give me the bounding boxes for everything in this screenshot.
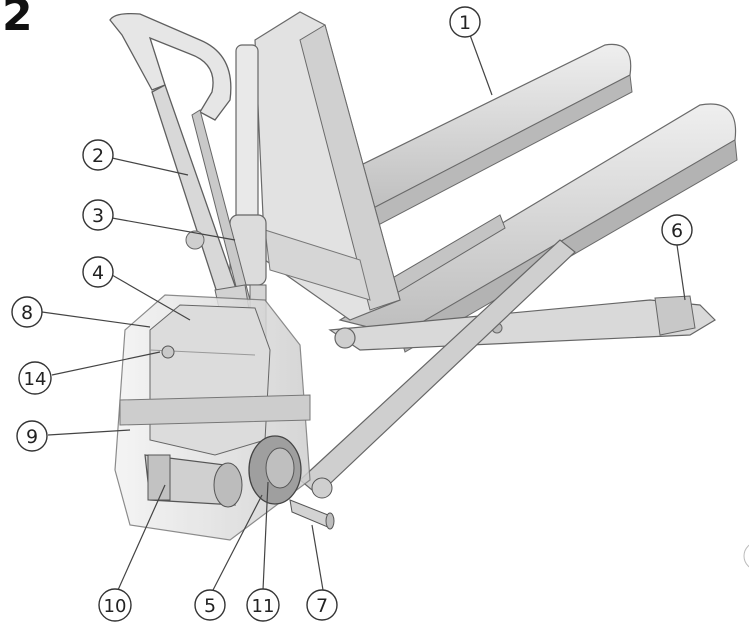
- leader-10: [117, 484, 166, 591]
- leader-1: [469, 34, 493, 96]
- fork-upper: [298, 43, 633, 233]
- leader-14: [51, 351, 161, 376]
- callout-11-label: 11: [252, 596, 275, 617]
- mast-frame: [254, 11, 401, 321]
- leader-2: [111, 157, 189, 176]
- leader-9: [47, 429, 131, 436]
- callout-8-label: 8: [21, 302, 33, 324]
- callout-14-label: 14: [24, 369, 47, 390]
- callout-14: 14: [18, 361, 52, 395]
- leader-7: [311, 524, 324, 591]
- callout-9-label: 9: [26, 426, 38, 448]
- callout-4: 4: [82, 256, 114, 288]
- tiller-handle: [109, 12, 251, 323]
- callout-6: 6: [661, 214, 693, 246]
- callouts: 1 2 3 4 5 6 7: [11, 6, 693, 622]
- callout-6-label: 6: [671, 220, 683, 242]
- leader-11: [262, 481, 269, 591]
- partial-callout-edge: [743, 544, 749, 568]
- callout-9: 9: [16, 420, 48, 452]
- callout-2: 2: [82, 139, 114, 171]
- leader-6: [676, 244, 686, 301]
- callout-4-label: 4: [92, 262, 104, 284]
- scissor-arm: [328, 295, 716, 351]
- fork-lower: [338, 103, 738, 353]
- motor: [144, 454, 243, 508]
- callout-1-label: 1: [459, 12, 471, 34]
- figure-number: 2: [2, 0, 33, 41]
- callout-11: 11: [246, 588, 280, 622]
- axle-shaft: [289, 477, 335, 530]
- leader-5: [211, 494, 263, 593]
- callout-7: 7: [306, 589, 338, 621]
- callout-7-label: 7: [316, 595, 328, 617]
- callout-3: 3: [82, 199, 114, 231]
- leader-3: [111, 217, 236, 241]
- callout-5-label: 5: [204, 595, 216, 617]
- callout-1: 1: [449, 6, 481, 38]
- leader-4: [111, 274, 191, 321]
- drive-wheel: [248, 435, 302, 505]
- callout-3-label: 3: [92, 205, 104, 227]
- callout-10: 10: [98, 588, 132, 622]
- callout-10-label: 10: [104, 596, 127, 617]
- callout-5: 5: [194, 589, 226, 621]
- leader-lines: [41, 34, 686, 593]
- leader-8: [41, 311, 151, 328]
- callout-8: 8: [11, 296, 43, 328]
- callout-2-label: 2: [92, 145, 104, 167]
